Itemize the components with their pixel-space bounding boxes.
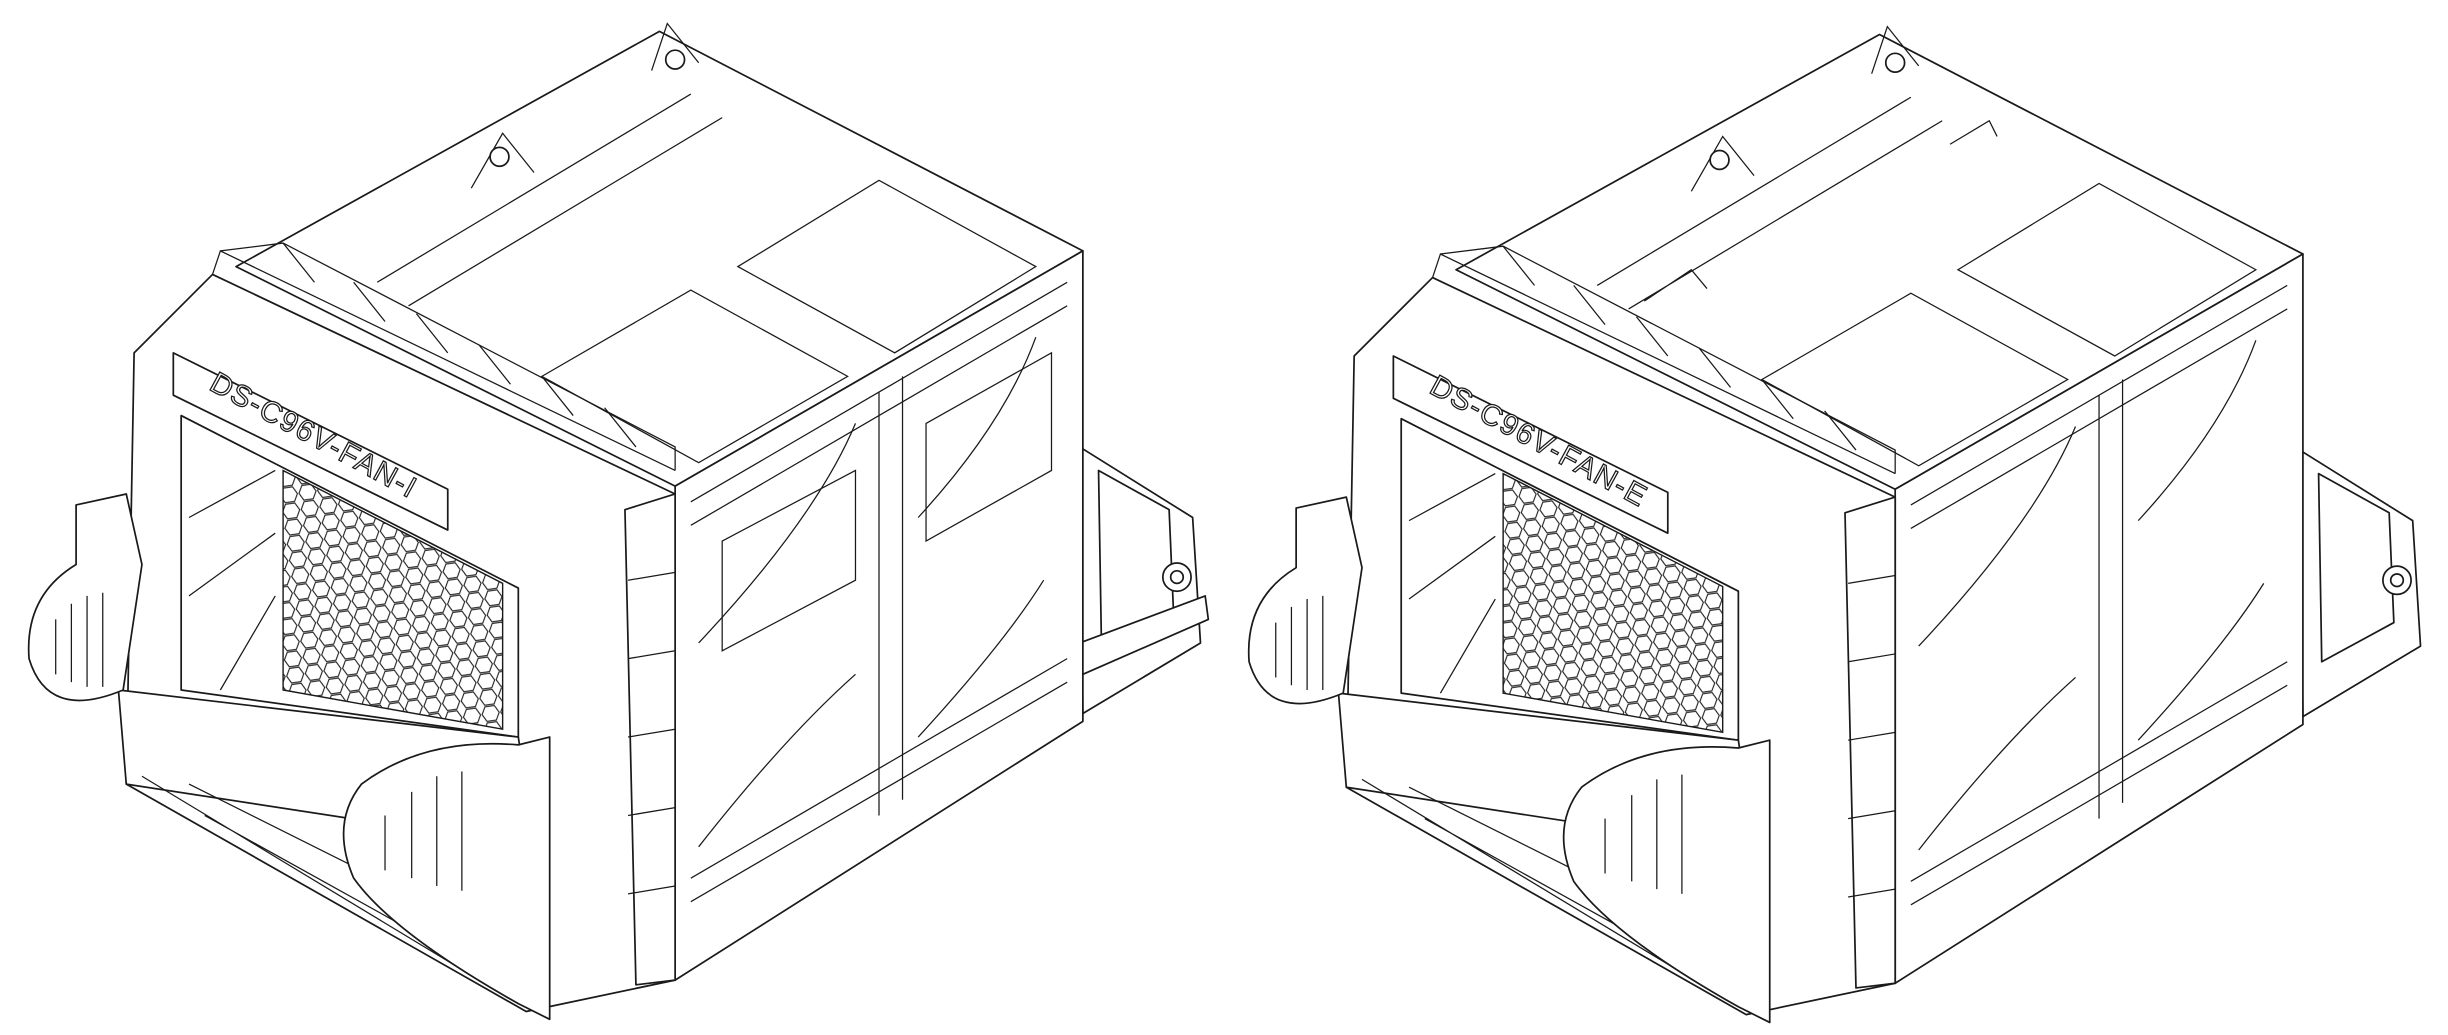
fan-module-intake: DS-C96V-FAN-I: [27, 22, 1210, 1021]
left-latch-handle[interactable]: [1247, 496, 1363, 705]
left-latch-handle[interactable]: [27, 493, 143, 702]
front-latch-handle[interactable]: [342, 736, 551, 1021]
hex-mesh-grille: [282, 469, 504, 731]
front-latch-handle[interactable]: [1562, 739, 1771, 1024]
fan-module-exhaust: DS-C96V-FAN-E: [1247, 25, 2422, 1024]
rear-connector: [1078, 446, 1210, 715]
hex-mesh-grille: [1502, 472, 1724, 734]
label-band: [172, 351, 449, 531]
